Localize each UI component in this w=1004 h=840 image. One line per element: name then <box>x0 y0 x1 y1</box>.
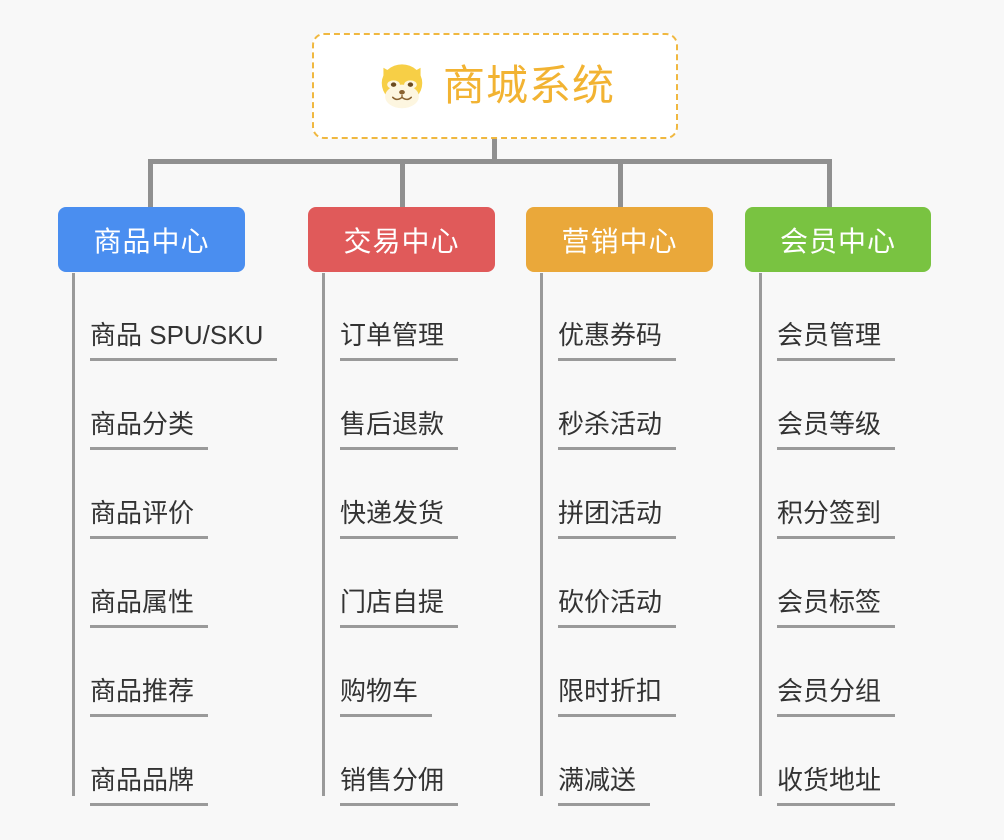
branch-items-2: 订单管理 售后退款 快递发货 门店自提 购物车 销售分佣 <box>308 272 495 806</box>
leaf-item[interactable]: 商品评价 <box>58 450 277 539</box>
branch-header-4[interactable]: 会员中心 <box>745 207 931 272</box>
branch-trunk-2 <box>322 273 325 796</box>
leaf-item[interactable]: 销售分佣 <box>308 717 495 806</box>
connector-drop-branch-2 <box>400 159 405 207</box>
leaf-label: 商品属性 <box>90 589 209 628</box>
leaf-item[interactable]: 积分签到 <box>745 450 931 539</box>
branch-column-4: 会员中心 会员管理 会员等级 积分签到 会员标签 会员分组 收货地址 <box>745 207 931 806</box>
branch-header-3[interactable]: 营销中心 <box>526 207 713 272</box>
branch-trunk-4 <box>759 273 762 796</box>
leaf-label: 积分签到 <box>777 500 896 539</box>
leaf-label: 快递发货 <box>340 500 459 539</box>
branch-header-label-4: 会员中心 <box>779 225 896 257</box>
leaf-item[interactable]: 快递发货 <box>308 450 495 539</box>
leaf-item[interactable]: 限时折扣 <box>526 628 713 717</box>
leaf-label: 商品推荐 <box>90 678 209 717</box>
leaf-item[interactable]: 商品 SPU/SKU <box>58 272 278 361</box>
leaf-item[interactable]: 收货地址 <box>745 717 931 806</box>
leaf-item[interactable]: 商品品牌 <box>58 717 277 806</box>
connector-drop-branch-4 <box>827 159 832 207</box>
leaf-label: 砍价活动 <box>558 589 677 628</box>
leaf-label: 会员标签 <box>777 589 896 628</box>
connector-root-stem <box>492 139 497 163</box>
leaf-item[interactable]: 门店自提 <box>308 539 495 628</box>
leaf-label: 商品 SPU/SKU <box>90 322 278 361</box>
branch-header-label-3: 营销中心 <box>561 225 678 257</box>
branch-trunk-1 <box>72 273 75 796</box>
leaf-label: 会员管理 <box>777 322 896 361</box>
leaf-label: 商品品牌 <box>90 767 209 806</box>
root-title: 商城系统 <box>442 62 615 109</box>
branch-header-1[interactable]: 商品中心 <box>58 207 245 272</box>
leaf-item[interactable]: 售后退款 <box>308 361 495 450</box>
leaf-item[interactable]: 订单管理 <box>308 272 495 361</box>
leaf-label: 商品分类 <box>90 411 209 450</box>
leaf-item[interactable]: 商品分类 <box>58 361 277 450</box>
leaf-label: 秒杀活动 <box>558 411 677 450</box>
leaf-item[interactable]: 拼团活动 <box>526 450 713 539</box>
branch-trunk-3 <box>540 273 543 796</box>
branch-column-1: 商品中心 商品 SPU/SKU 商品分类 商品评价 商品属性 商品推荐 商品品牌 <box>58 207 278 806</box>
connector-horizontal-bus <box>148 159 832 164</box>
branch-header-label-1: 商品中心 <box>93 225 210 257</box>
leaf-label: 优惠券码 <box>558 322 677 361</box>
shiba-dog-face-icon <box>375 61 429 115</box>
leaf-item[interactable]: 会员等级 <box>745 361 931 450</box>
leaf-item[interactable]: 购物车 <box>308 628 495 717</box>
leaf-item[interactable]: 商品推荐 <box>58 628 277 717</box>
leaf-item[interactable]: 秒杀活动 <box>526 361 713 450</box>
leaf-item[interactable]: 优惠券码 <box>526 272 713 361</box>
leaf-item[interactable]: 会员标签 <box>745 539 931 628</box>
branch-column-2: 交易中心 订单管理 售后退款 快递发货 门店自提 购物车 销售分佣 <box>308 207 495 806</box>
branch-items-1: 商品 SPU/SKU 商品分类 商品评价 商品属性 商品推荐 商品品牌 <box>58 272 278 806</box>
branch-items-3: 优惠券码 秒杀活动 拼团活动 砍价活动 限时折扣 满减送 <box>526 272 713 806</box>
leaf-label: 订单管理 <box>340 322 459 361</box>
root-node-mall-system[interactable]: 商城系统 <box>312 33 678 139</box>
branch-items-4: 会员管理 会员等级 积分签到 会员标签 会员分组 收货地址 <box>745 272 931 806</box>
leaf-item[interactable]: 商品属性 <box>58 539 277 628</box>
leaf-item[interactable]: 满减送 <box>526 717 713 806</box>
leaf-label: 会员分组 <box>777 678 896 717</box>
leaf-item[interactable]: 会员管理 <box>745 272 931 361</box>
leaf-item[interactable]: 会员分组 <box>745 628 931 717</box>
leaf-label: 门店自提 <box>340 589 459 628</box>
leaf-label: 销售分佣 <box>340 767 459 806</box>
leaf-label: 会员等级 <box>777 411 896 450</box>
leaf-label: 拼团活动 <box>558 500 677 539</box>
leaf-label: 限时折扣 <box>558 678 677 717</box>
connector-drop-branch-3 <box>618 159 623 207</box>
leaf-label: 购物车 <box>340 678 433 717</box>
leaf-label: 收货地址 <box>777 767 896 806</box>
branch-header-2[interactable]: 交易中心 <box>308 207 495 272</box>
leaf-label: 售后退款 <box>340 411 459 450</box>
leaf-label: 满减送 <box>558 767 651 806</box>
connector-drop-branch-1 <box>148 159 153 207</box>
branch-column-3: 营销中心 优惠券码 秒杀活动 拼团活动 砍价活动 限时折扣 满减送 <box>526 207 713 806</box>
leaf-label: 商品评价 <box>90 500 209 539</box>
leaf-item[interactable]: 砍价活动 <box>526 539 713 628</box>
branch-header-label-2: 交易中心 <box>343 225 460 257</box>
